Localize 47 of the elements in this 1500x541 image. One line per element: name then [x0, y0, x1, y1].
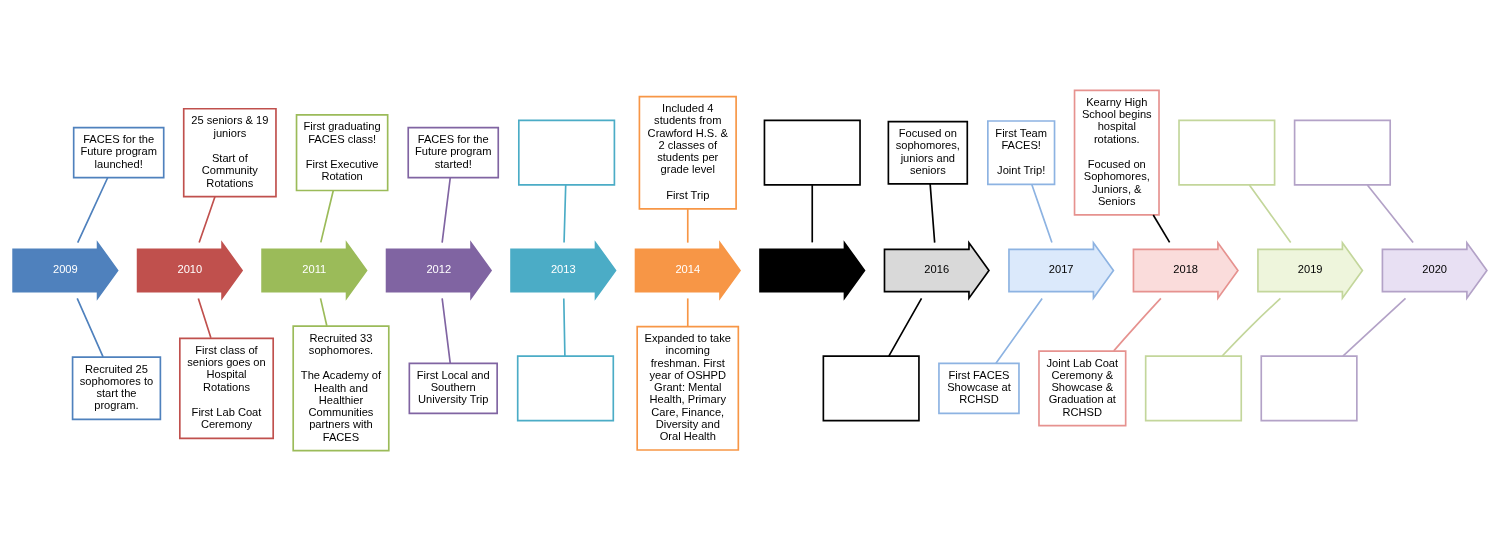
node-box: Recruited 25 sophomores to start the program. — [71, 356, 162, 421]
node-box — [1144, 355, 1243, 422]
node-box: 25 seniors & 19 juniors Start of Community Rotations — [182, 107, 277, 198]
node-box — [1293, 119, 1392, 186]
connector — [441, 176, 452, 244]
node-box: FACES for the Future program launched! — [72, 126, 165, 179]
connector — [929, 183, 936, 244]
connector — [1152, 214, 1171, 244]
node-arrow — [759, 240, 866, 301]
connector — [995, 297, 1043, 365]
connector — [1112, 297, 1162, 352]
connector — [686, 297, 689, 328]
connector — [76, 297, 104, 358]
connector — [441, 297, 452, 365]
node-box: Joint Lab Coat Ceremony & Showcase & Graduation at RCHSD — [1038, 350, 1127, 427]
connector — [562, 297, 566, 357]
connector — [1221, 297, 1282, 357]
connector — [1342, 297, 1407, 357]
node-box — [1260, 355, 1358, 422]
connector — [563, 184, 567, 244]
connector — [1366, 184, 1414, 244]
node-box: First Team FACES! Joint Trip! — [987, 120, 1056, 186]
node-box: Focused on sophomores, juniors and seniors — [887, 120, 969, 185]
connector — [76, 176, 109, 244]
connector — [1248, 184, 1292, 244]
node-box: Kearny High School begins hospital rotations. Focused on Sophomores, Juniors, & Seniors — [1073, 89, 1160, 216]
connector — [888, 297, 923, 357]
node-box: First FACES Showcase at RCHSD — [938, 362, 1020, 415]
connector — [1030, 183, 1053, 244]
node-box: Included 4 students from Crawford H.S. & 2 classes of students per grade level First Trip — [638, 95, 737, 210]
connector — [811, 184, 814, 244]
connector — [198, 196, 216, 244]
node-box — [1178, 119, 1276, 186]
node-box — [518, 119, 616, 186]
connector — [320, 189, 335, 244]
node-box: Recruited 33 sophomores. The Academy of Health and Healthier Communities partners with FACES — [292, 325, 390, 452]
node-box — [822, 355, 920, 422]
connector — [686, 208, 689, 244]
connector — [197, 297, 212, 339]
node-box: Expanded to take incoming freshman. First year of OSHPD Grant: Mental Health, Primary Care, Finance, Diversity and Oral Health — [636, 325, 740, 451]
node-box: First graduating FACES class! First Executive Rotation — [295, 114, 389, 192]
node-box: FACES for the Future program started! — [407, 126, 500, 179]
node-box: First Local and Southern University Trip — [408, 362, 498, 415]
node-box — [516, 355, 615, 422]
connector — [319, 297, 328, 327]
node-box: First class of seniors goes on Hospital Rotations First Lab Coat Ceremony — [179, 337, 275, 440]
node-box — [763, 119, 861, 186]
